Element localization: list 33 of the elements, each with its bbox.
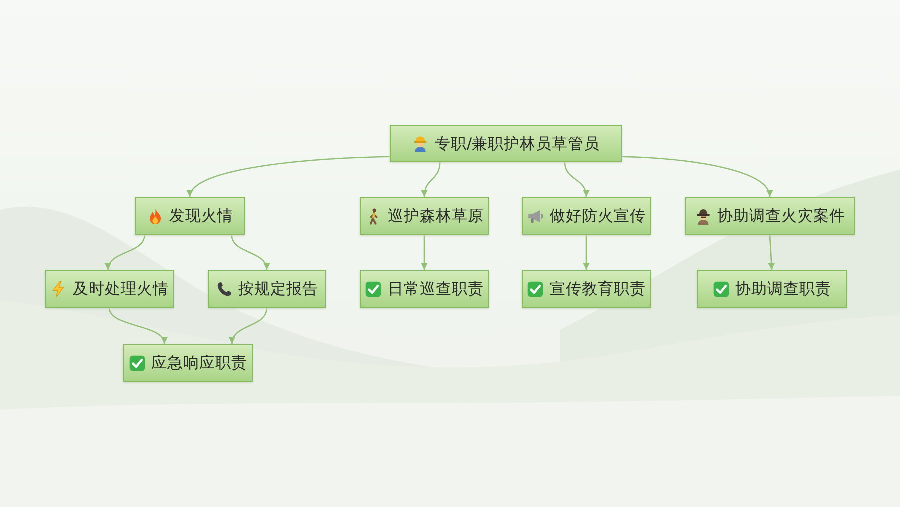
node-label: 协助调查职责 — [736, 280, 832, 298]
process-box — [135, 197, 245, 235]
node-label: 巡护森林草原 — [388, 207, 484, 225]
process-box — [697, 270, 847, 308]
process-box — [390, 125, 622, 162]
node-label: 日常巡查职责 — [388, 280, 484, 298]
connector-arrow — [106, 234, 146, 270]
node-label: 按规定报告 — [238, 280, 318, 298]
connector-arrow — [108, 308, 166, 344]
process-box — [45, 270, 174, 308]
connector-arrow — [230, 308, 268, 344]
process-box — [360, 270, 489, 308]
process-box — [123, 344, 253, 382]
connector-arrow — [583, 235, 590, 270]
node-label: 发现火情 — [170, 207, 234, 225]
process-box — [360, 197, 489, 235]
process-box — [685, 197, 855, 235]
node-label: 及时处理火情 — [73, 280, 169, 298]
process-box — [208, 270, 326, 308]
connector-arrow — [422, 162, 441, 198]
process-box — [522, 197, 651, 235]
connector-arrow — [231, 234, 270, 270]
node-label: 专职/兼职护林员草管员 — [434, 134, 600, 152]
connector-arrow — [622, 156, 772, 198]
node-label: 协助调查火灾案件 — [718, 207, 846, 225]
connector-arrow — [188, 156, 390, 198]
node-label: 宣传教育职责 — [550, 280, 646, 298]
connector-arrow — [421, 235, 428, 270]
connector-arrow — [768, 234, 776, 270]
node-label: 做好防火宣传 — [550, 207, 646, 225]
process-box — [522, 270, 651, 308]
node-label: 应急响应职责 — [152, 354, 248, 372]
connector-arrow — [564, 162, 590, 198]
